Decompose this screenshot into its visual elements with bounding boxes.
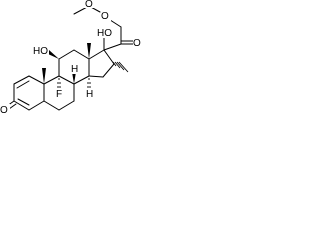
bond-c17-c20 [103,43,122,51]
atom-oh-11: HO [33,46,48,57]
bond-d1 [88,49,105,60]
atom-o-ketone-3: O [0,105,8,116]
bond-layer [6,0,134,111]
bond-a5 [13,100,30,111]
bond-c2 [58,49,75,60]
bond-a1-inner [16,80,30,89]
atom-h-8: H [71,64,78,75]
c10-methyl-wedge [42,68,46,84]
c16-methyl-hash [112,61,129,73]
bond-c3 [73,49,90,60]
c14-h-hash [87,78,91,88]
bond-b4 [58,100,75,111]
bond-a4 [28,100,45,111]
bond-b5 [43,100,60,111]
bond-a1 [13,75,30,85]
c9-f-hash [57,78,61,88]
bond-d2 [103,49,115,65]
bond-a2 [28,75,45,85]
bond-d4 [88,75,104,78]
atom-f-9: F [56,89,62,100]
atom-o-ketone-20: O [133,38,141,49]
c13-methyl-wedge [87,43,91,59]
bond-c5 [73,75,90,85]
c11-oh-wedge [48,50,59,59]
c8-h-wedge [72,72,76,84]
bond-b2 [58,75,75,85]
bond-b1 [43,75,60,85]
structural-formula: O O HO O HO F O H H H [0,0,143,116]
bond-c3-o-2 [8,103,17,110]
atom-oh-17: HO [97,28,112,39]
label-layer: O O HO O HO F O H H H [0,0,143,116]
atom-h-14: H [86,89,93,100]
atom-o-acetate-carbonyl: O [85,0,93,10]
bond-d3 [102,63,115,78]
atom-o-acetate-ester: O [101,11,109,22]
bond-a5-inner [17,98,30,106]
